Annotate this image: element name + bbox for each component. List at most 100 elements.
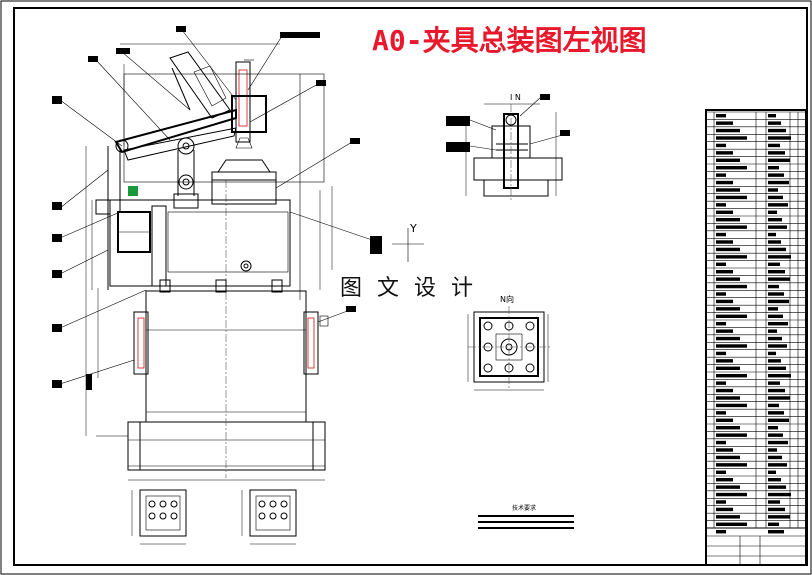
parts-list-entry (768, 359, 781, 363)
parts-list-entry (716, 396, 740, 400)
parts-list-entry (768, 270, 785, 274)
parts-list-entry (768, 478, 781, 482)
parts-list-entry (716, 240, 733, 244)
parts-list-entry (768, 143, 780, 148)
parts-list-entry (768, 426, 778, 430)
parts-list-entry (768, 418, 789, 422)
clamp-arm (114, 108, 237, 154)
parts-list-entry (768, 470, 776, 474)
parts-list-entry (716, 136, 747, 140)
parts-list-entry (768, 351, 776, 356)
parts-list-entry (768, 500, 780, 504)
parts-list-entry (768, 218, 782, 222)
base-plate (127, 421, 326, 471)
parts-list-entry (768, 188, 778, 192)
parts-list-entry (716, 322, 726, 326)
parts-list-entry (716, 143, 726, 148)
drawing-title: A0-夹具总装图左视图 (372, 24, 647, 57)
parts-list-entry (768, 455, 782, 460)
parts-list-entry (716, 366, 740, 370)
parts-list-entry (716, 426, 740, 430)
parts-list-entry (768, 158, 790, 162)
parts-list-entry (768, 411, 784, 415)
parts-list-entry (768, 262, 780, 266)
parts-list-entry (716, 403, 747, 408)
parts-list-entry (716, 329, 733, 333)
parts-list-entry (716, 351, 726, 356)
tech-notes: 技术要求 (478, 504, 574, 529)
parts-list-entry (716, 470, 726, 474)
parts-list-entry (768, 284, 779, 289)
axis-marker: Y (409, 222, 417, 235)
parts-list-entry (716, 418, 733, 422)
parts-list-entry (768, 433, 783, 437)
parts-list-entry (716, 218, 740, 222)
parts-list-entry (716, 121, 733, 125)
parts-list-entry (716, 151, 733, 155)
parts-list-entry (768, 388, 785, 393)
parts-list-entry (768, 463, 787, 467)
parts-list-entry (768, 366, 786, 370)
title-block (705, 527, 807, 566)
parts-list-entry (716, 515, 740, 519)
parts-list-entry (716, 448, 733, 452)
parts-list-entry (716, 284, 747, 289)
parts-list-entry (716, 507, 733, 512)
parts-list-entry (768, 515, 790, 519)
parts-list-entry (716, 210, 733, 214)
parts-list-entry (768, 232, 776, 237)
parts-list-entry (768, 195, 783, 200)
parts-list-entry (716, 195, 747, 200)
parts-list-entry (768, 440, 788, 445)
parts-list-entry (716, 463, 747, 467)
parts-list-entry (768, 448, 777, 452)
parts-list-entry (768, 151, 785, 155)
parts-list-entry (768, 396, 790, 400)
parts-list-entry (716, 411, 726, 415)
parts-list-entry (716, 203, 726, 207)
parts-list-entry (768, 225, 787, 229)
detail-view-n: N向 (467, 294, 550, 391)
detail-top-label: I N (510, 93, 521, 102)
parts-list-entry (768, 180, 789, 185)
clamp-shoe (211, 171, 277, 205)
parts-list-entry (716, 440, 726, 445)
parts-list-entry (716, 114, 726, 118)
parts-list-entry (716, 232, 726, 237)
parts-list-entry (716, 381, 726, 385)
parts-list-entry (768, 299, 789, 304)
parts-list-entry (768, 344, 787, 348)
parts-list-entry (716, 247, 740, 252)
parts-list-entry (716, 225, 747, 229)
toggle-handle (169, 51, 231, 119)
parts-list-entry (716, 388, 733, 393)
parts-list-entry (768, 292, 784, 296)
parts-list-entry (716, 270, 733, 274)
parts-list-entry (768, 277, 790, 281)
main-assembly-view (52, 26, 382, 481)
parts-list-entry (768, 307, 778, 311)
parts-list-entry (716, 374, 747, 378)
parts-list-entry (716, 262, 726, 266)
parts-list-entry (768, 522, 779, 526)
parts-list-entry (768, 203, 788, 207)
parts-list-entry (768, 114, 776, 118)
parts-list-entry (768, 492, 791, 497)
parts-list-entry (768, 374, 791, 378)
parts-list-entry (716, 173, 726, 177)
parts-list-entry (768, 247, 786, 252)
parts-list-entry (768, 255, 791, 259)
parts-list-entry (768, 173, 784, 177)
parts-list-entry (716, 492, 747, 497)
parts-list-entry (768, 322, 788, 326)
parts-list-entry (716, 277, 740, 281)
parts-list-entry (716, 314, 747, 318)
parts-list-entry (768, 507, 785, 512)
parts-list-entry (716, 128, 740, 133)
parts-list-entry (716, 530, 726, 534)
parts-list-entry (768, 403, 779, 408)
watermark-text: 图 文 设 计 (340, 276, 477, 301)
parts-list-entry (768, 314, 783, 318)
